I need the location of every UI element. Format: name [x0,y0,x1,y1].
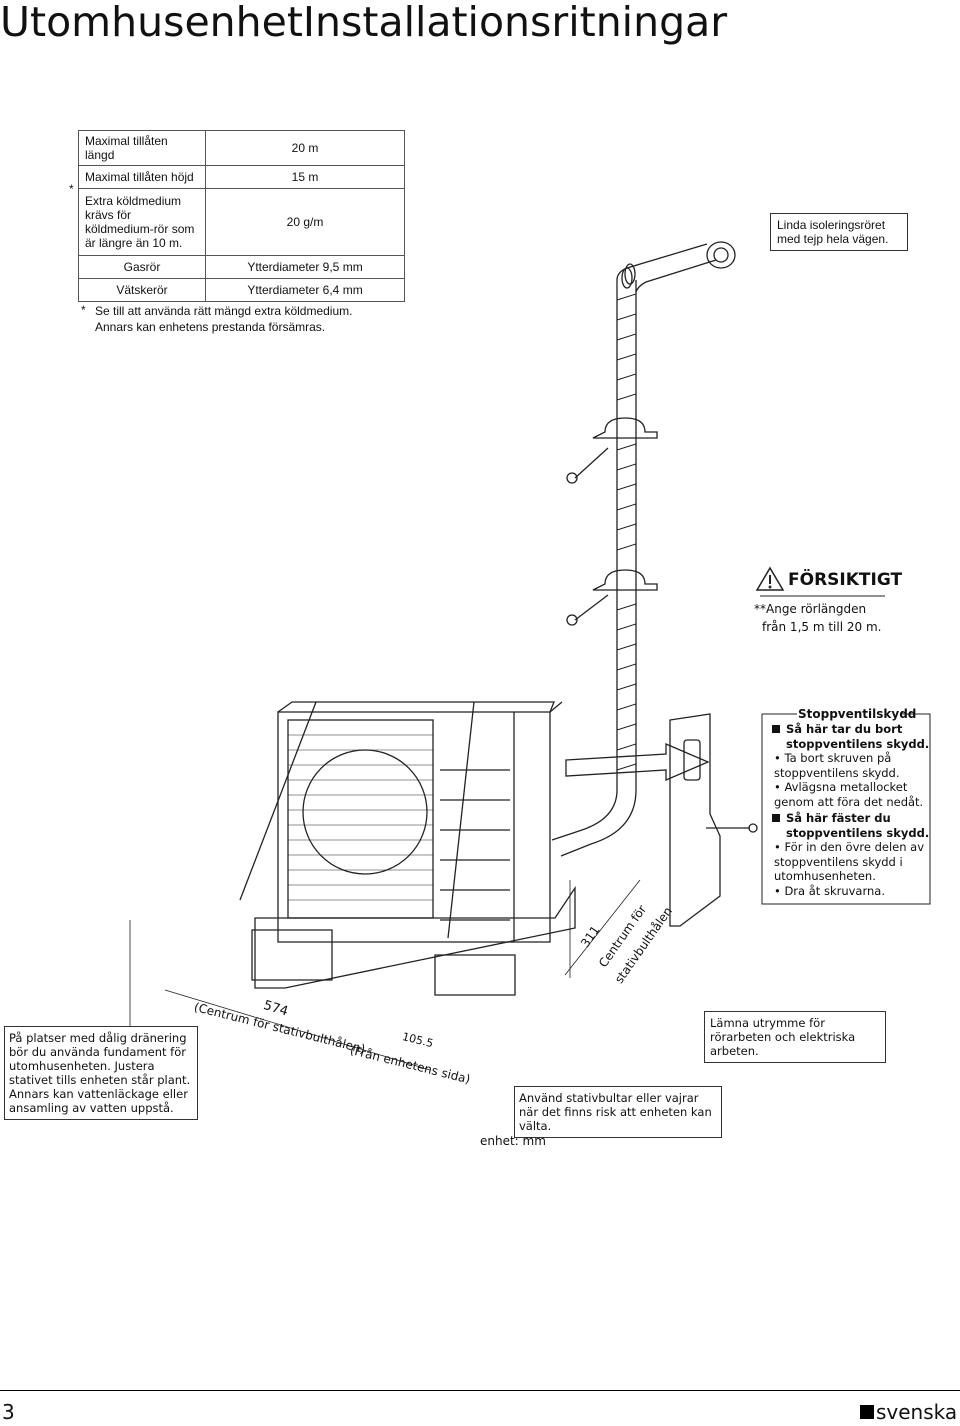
pipe-clamp [592,417,658,439]
attach-step: • För in den övre delen av stoppventilen… [774,840,925,883]
remove-step: • Ta bort skruven på stoppventilens skyd… [774,751,900,780]
caution-line: **Ange rörlängden [754,602,867,616]
spec-value: Ytterdiameter 9,5 mm [205,255,405,279]
side-louvres [440,769,510,921]
table-row: Maximal tillåten längd 20 m [78,130,405,166]
tape-wraps [616,293,637,771]
tie-wire [239,701,317,901]
warning-icon [755,566,785,591]
remove-title: Så här tar du bort stoppventilens skydd. [786,722,930,751]
footer-divider [0,1390,960,1391]
fan [302,749,428,875]
tie-wire [447,701,475,939]
unit-label: enhet: mm [480,1134,546,1148]
spec-label: Maximal tillåten längd [78,130,206,166]
space-callout: Lämna utrymme för rörarbeten och elektri… [704,1011,886,1063]
caution-title: FÖRSIKTIGT [788,570,903,590]
screw [574,447,609,479]
spec-value: 20 m [205,130,405,166]
pipe-bend-top [616,243,708,281]
spec-table: Maximal tillåten längd 20 m Maximal till… [78,130,405,302]
arrow-to-valve-cover [565,743,710,781]
spec-value: Ytterdiameter 6,4 mm [205,278,405,302]
language-label: svenska [860,1400,957,1424]
square-bullet-icon [772,814,780,822]
pipe-end-top [706,241,736,269]
footnote-line: Annars kan enhetens prestanda försämras. [95,320,326,334]
valve-cover-instructions: Så här tar du bort stoppventilens skydd.… [770,722,950,898]
page-number: 3 [2,1400,15,1424]
attach-title: Så här fäster du stoppventilens skydd. [786,811,930,840]
table-row: Maximal tillåten höjd 15 m [78,165,405,189]
square-bullet-icon [772,725,780,733]
wrap-tape-callout: Linda isoleringsröret med tejp hela väge… [770,213,908,251]
spec-label: Extra köldmedium krävs för köldmedium-rö… [78,188,206,256]
installation-drawing [129,241,931,1071]
attach-step: • Dra åt skruvarna. [774,883,885,898]
asterisk-mark: * [69,182,74,196]
attach-title-row: Så här fäster du stoppventilens skydd. [770,811,950,840]
stop-valve-cover [669,713,721,927]
pipe-bend-bottom [551,789,618,841]
spec-value: 15 m [205,165,405,189]
square-icon [860,1405,874,1419]
outdoor-unit [277,711,551,943]
valve-cover-heading: Stoppventilskydd [798,707,917,721]
bolts-callout: Använd stativbultar eller vajrar när det… [514,1086,722,1138]
screw [574,594,609,621]
table-row: Vätskerör Ytterdiameter 6,4 mm [78,278,405,302]
drainage-callout: På platser med dålig dränering bör du an… [4,1026,198,1120]
caution-line: från 1,5 m till 20 m. [762,620,882,634]
dimension-line-311 [564,879,641,976]
spec-label: Vätskerör [78,278,206,302]
footnote-asterisk: * [81,303,86,317]
footnote: Se till att använda rätt mängd extra köl… [95,303,352,335]
footnote-line: Se till att använda rätt mängd extra köl… [95,304,353,318]
page-title: UtomhusenhetInstallationsritningar [0,0,728,46]
remove-step: • Avlägsna metallocket genom att föra de… [774,780,924,809]
unit-stand [254,885,576,989]
remove-title-row: Så här tar du bort stoppventilens skydd. [770,722,950,751]
pipe-clamp [592,569,658,591]
grille-lines [288,734,433,901]
dimension-line-574 [164,989,431,1071]
